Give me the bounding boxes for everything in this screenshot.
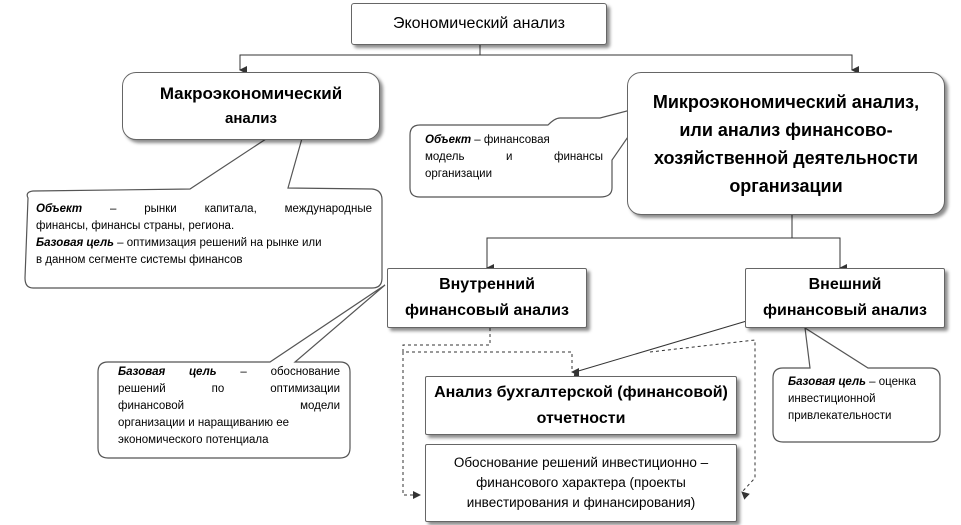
node-internal-financial-analysis: Внутренний финансовый анализ xyxy=(387,268,587,328)
callout-internal-bubble xyxy=(97,284,386,459)
callout-macro-line1: – рынки капитала, международные xyxy=(82,203,372,215)
node-investment-line2: финансового характера (проекты xyxy=(476,475,686,490)
connector-micro-internal xyxy=(486,215,793,272)
node-microeconomic-analysis: Микроэкономический анализ, или анализ фи… xyxy=(627,72,945,215)
callout-macro: Объект – рынки капитала, международные ф… xyxy=(36,201,372,269)
node-macro-line2: анализ xyxy=(225,110,277,127)
callout-internal-term: Базовая цель xyxy=(118,366,217,378)
callout-micro-object-line1: – финансовая xyxy=(471,134,550,146)
node-accounting-line2: отчетности xyxy=(536,409,626,427)
connector-external-investment-dashed xyxy=(649,339,756,500)
callout-micro-object: Объект – финансовая модель и финансы орг… xyxy=(425,132,603,183)
connector-external-accounting xyxy=(573,319,751,380)
node-internal-line1: Внутренний xyxy=(439,276,535,293)
callout-macro-term-goal: Базовая цель xyxy=(36,237,114,249)
connector-root-micro xyxy=(480,54,859,74)
callout-micro-object-bubble xyxy=(409,104,652,198)
connector-internal-investment-dashed xyxy=(402,352,421,499)
callout-macro-term-object: Объект xyxy=(36,203,83,215)
callout-internal-line1: – обоснование xyxy=(216,366,340,378)
callout-micro-object-line2: модель и финансы xyxy=(425,151,603,163)
node-external-line1: Внешний xyxy=(808,276,882,293)
node-external-financial-analysis: Внешний финансовый анализ xyxy=(745,268,945,328)
callout-macro-line2: финансы, финансы страны, региона. xyxy=(36,220,235,232)
callout-internal-line4: организации и наращиванию ее xyxy=(118,417,290,429)
node-micro-line2: или анализ финансово- xyxy=(679,119,893,140)
connector-internal-accounting-dashed xyxy=(402,328,579,376)
callout-micro-object-term: Объект xyxy=(425,134,472,146)
connector-root-split xyxy=(239,45,481,74)
node-micro-line4: организации xyxy=(729,175,843,196)
callout-macro-line4: в данном сегменте системы финансов xyxy=(36,254,243,266)
callout-external-line3: привлекательности xyxy=(788,410,892,422)
node-macro-line1: Макроэкономический xyxy=(159,84,343,103)
callout-internal-line5: экономического потенциала xyxy=(118,434,269,446)
node-internal-line2: финансовый анализ xyxy=(405,302,569,319)
node-accounting-line1: Анализ бухгалтерской (финансовой) xyxy=(434,383,728,401)
node-accounting-analysis: Анализ бухгалтерской (финансовой) отчетн… xyxy=(425,376,737,435)
node-economic-analysis: Экономический анализ xyxy=(351,3,607,45)
node-micro-line3: хозяйственной деятельности xyxy=(653,147,919,168)
callout-external-line1: – оценка xyxy=(865,376,917,388)
callout-micro-object-line3: организации xyxy=(425,168,493,180)
node-investment-line1: Обоснование решений инвестиционно – xyxy=(453,455,709,470)
callout-external-term: Базовая цель xyxy=(788,376,866,388)
callout-internal-goal: Базовая цель – обоснование решений по оп… xyxy=(118,364,340,449)
callout-internal-line3: финансовой модели xyxy=(118,400,340,412)
node-investment-line3: инвестирования и финансирования) xyxy=(466,495,696,510)
callout-macro-line3: – оптимизация решений на рынке или xyxy=(113,237,322,249)
node-external-line2: финансовый анализ xyxy=(763,302,927,319)
node-investment-decisions: Обоснование решений инвестиционно – фина… xyxy=(425,444,737,522)
callout-macro-bubble xyxy=(24,108,383,289)
callout-external-goal: Базовая цель – оценка инвестиционной при… xyxy=(788,374,928,425)
connector-micro-external xyxy=(792,237,847,272)
callout-external-bubble xyxy=(772,326,941,443)
callout-internal-line2: решений по оптимизации xyxy=(118,383,340,395)
node-macroeconomic-analysis: Макроэкономический анализ xyxy=(122,72,380,140)
node-micro-line1: Микроэкономический анализ, xyxy=(652,91,920,112)
node-economic-analysis-label: Экономический анализ xyxy=(392,15,566,32)
callout-external-line2: инвестиционной xyxy=(788,393,876,405)
